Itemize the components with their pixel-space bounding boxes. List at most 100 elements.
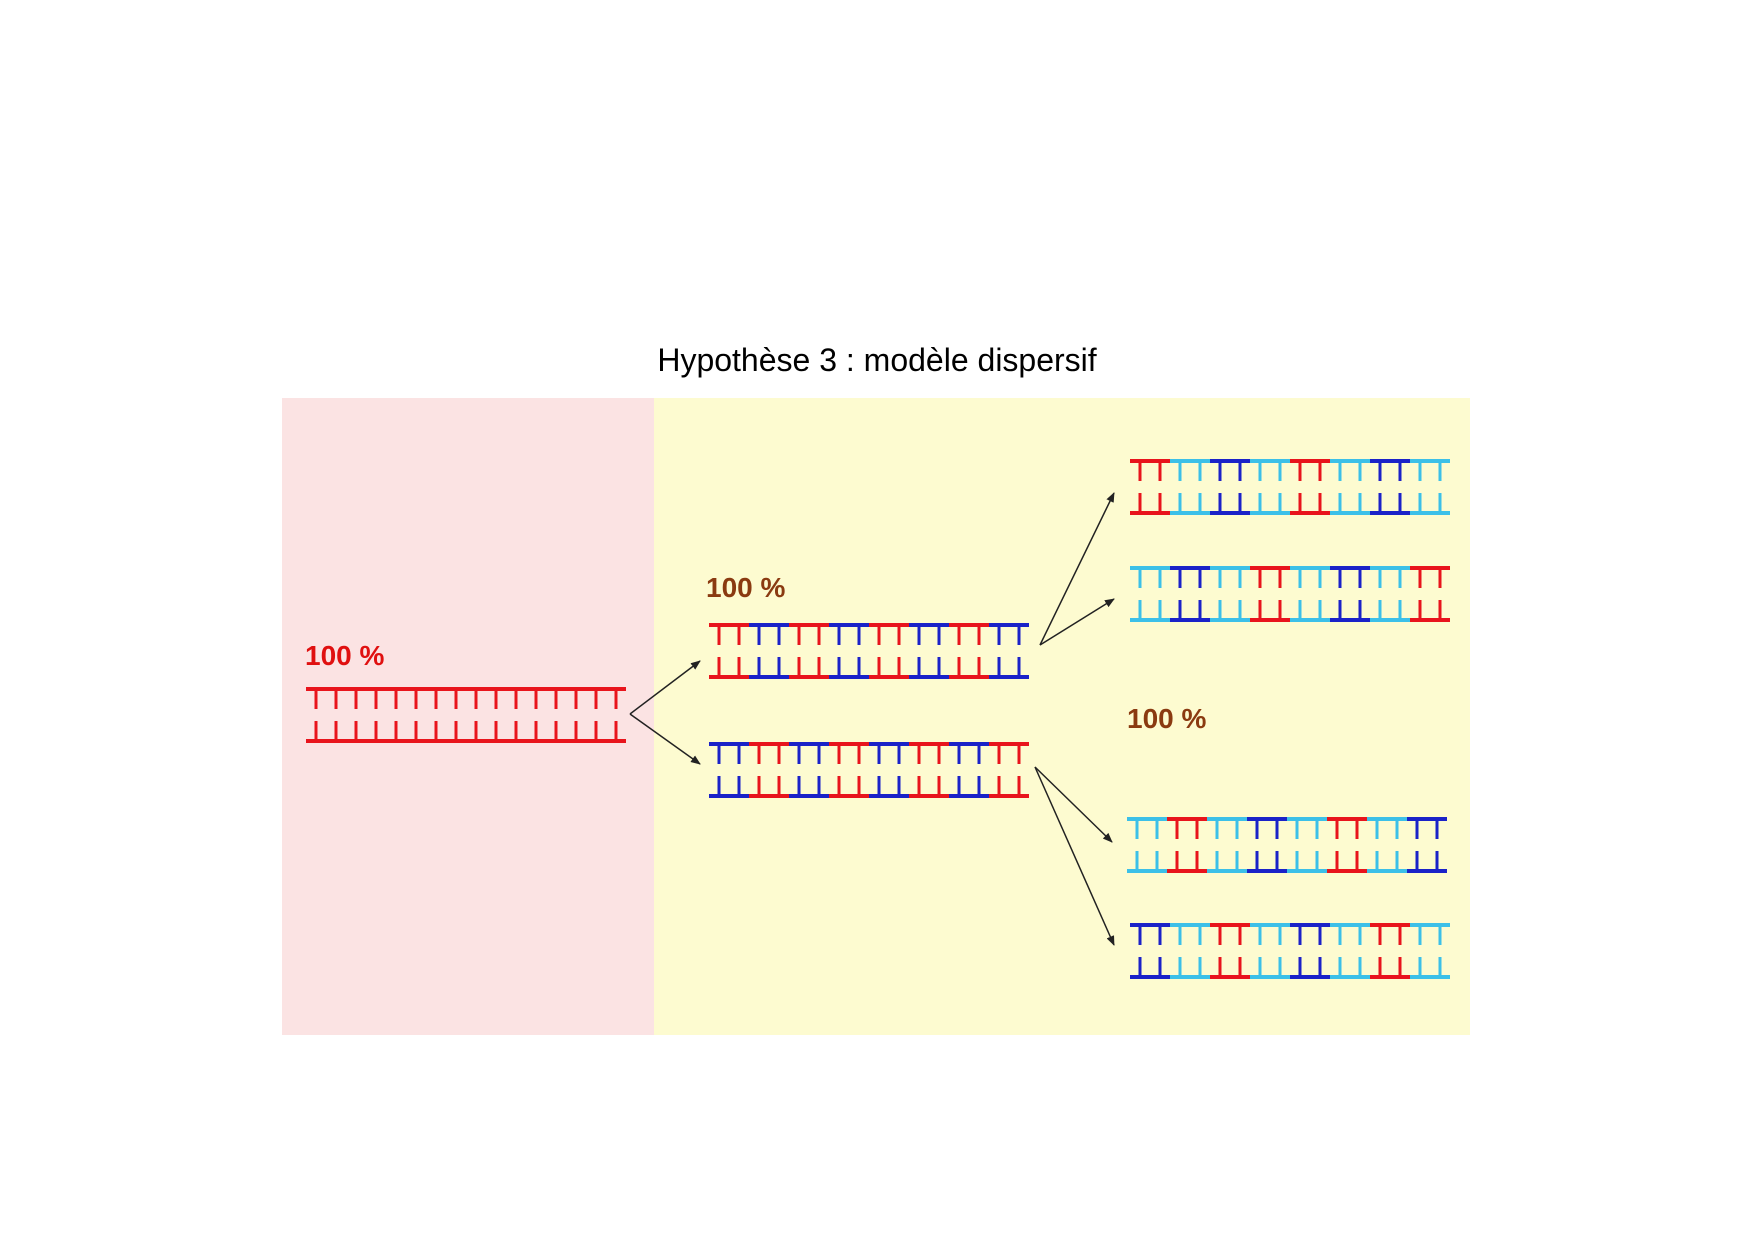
bottom-base-rung (1195, 851, 1199, 869)
bottom-base-rung (1278, 600, 1282, 618)
top-base-rung (957, 623, 961, 645)
bottom-base-rung (1238, 493, 1242, 511)
bottom-strand-segment (1330, 975, 1350, 979)
top-base-rung (997, 742, 1001, 764)
bottom-base-rung (1138, 600, 1142, 618)
bottom-strand-segment (789, 794, 809, 798)
bottom-base-rung (1418, 600, 1422, 618)
top-base-rung (1438, 566, 1442, 588)
bottom-base-rung (1318, 493, 1322, 511)
bottom-strand-segment (326, 739, 346, 743)
arrow-gen1-a-to-gen2-a (1039, 492, 1115, 646)
top-base-rung (1275, 817, 1279, 839)
bottom-base-rung (1238, 600, 1242, 618)
bottom-strand-segment (1347, 869, 1367, 873)
bottom-base-rung (1017, 776, 1021, 794)
bottom-base-rung (1158, 493, 1162, 511)
bottom-strand-segment (1230, 511, 1250, 515)
top-base-rung (857, 623, 861, 645)
bottom-base-rung (1278, 493, 1282, 511)
top-base-rung (1355, 817, 1359, 839)
top-base-rung (1298, 923, 1302, 945)
bottom-strand-segment (1127, 869, 1147, 873)
bottom-strand-segment (1130, 618, 1150, 622)
bottom-strand-segment (889, 675, 909, 679)
bottom-base-rung (1355, 851, 1359, 869)
top-base-rung (897, 742, 901, 764)
bottom-strand-segment (809, 675, 829, 679)
top-base-rung (917, 742, 921, 764)
bottom-base-rung (797, 776, 801, 794)
dna-molecule-gen2-a (1130, 459, 1450, 515)
bottom-base-rung (957, 657, 961, 675)
bottom-base-rung (1178, 957, 1182, 975)
bottom-strand-segment (1187, 869, 1207, 873)
top-base-rung (1158, 566, 1162, 588)
top-base-rung (817, 742, 821, 764)
bottom-strand-segment (909, 675, 929, 679)
top-base-rung (777, 623, 781, 645)
bottom-base-rung (737, 776, 741, 794)
top-base-rung (354, 687, 358, 709)
bottom-base-rung (1218, 957, 1222, 975)
bottom-strand-segment (1290, 511, 1310, 515)
bottom-strand-segment (1350, 975, 1370, 979)
top-base-rung (434, 687, 438, 709)
bottom-strand-segment (869, 794, 889, 798)
top-base-rung (737, 742, 741, 764)
bottom-base-rung (737, 657, 741, 675)
top-base-rung (414, 687, 418, 709)
bottom-base-rung (1418, 957, 1422, 975)
bottom-strand-segment (769, 675, 789, 679)
bottom-base-rung (1258, 493, 1262, 511)
bottom-base-rung (494, 721, 498, 739)
top-base-rung (1358, 923, 1362, 945)
dna-molecule-gen1-b (709, 742, 1029, 798)
bottom-base-rung (777, 657, 781, 675)
bottom-base-rung (1418, 493, 1422, 511)
bottom-base-rung (534, 721, 538, 739)
bottom-strand-segment (969, 675, 989, 679)
bottom-strand-segment (1290, 975, 1310, 979)
bottom-base-rung (877, 776, 881, 794)
bottom-strand-segment (1427, 869, 1447, 873)
bottom-strand-segment (1310, 511, 1330, 515)
top-base-rung (1338, 566, 1342, 588)
bottom-base-rung (1315, 851, 1319, 869)
top-base-rung (717, 742, 721, 764)
bottom-strand-segment (406, 739, 426, 743)
top-base-rung (1178, 923, 1182, 945)
top-base-rung (777, 742, 781, 764)
bottom-base-rung (757, 776, 761, 794)
bottom-base-rung (817, 657, 821, 675)
top-base-rung (1438, 923, 1442, 945)
top-base-rung (494, 687, 498, 709)
top-base-rung (837, 623, 841, 645)
bottom-base-rung (1135, 851, 1139, 869)
bottom-strand-segment (1250, 618, 1270, 622)
bottom-strand-segment (546, 739, 566, 743)
bottom-strand-segment (1210, 618, 1230, 622)
bottom-base-rung (574, 721, 578, 739)
bottom-strand-segment (486, 739, 506, 743)
bottom-base-rung (614, 721, 618, 739)
top-base-rung (1278, 566, 1282, 588)
bottom-base-rung (1178, 600, 1182, 618)
top-base-rung (1358, 566, 1362, 588)
top-base-rung (1338, 459, 1342, 481)
first-generation-percentage-label: 100 % (706, 572, 786, 603)
bottom-base-rung (1198, 493, 1202, 511)
bottom-strand-segment (749, 794, 769, 798)
top-base-rung (937, 623, 941, 645)
bottom-strand-segment (1390, 975, 1410, 979)
bottom-strand-segment (1270, 511, 1290, 515)
bottom-base-rung (1275, 851, 1279, 869)
bottom-strand-segment (749, 675, 769, 679)
arrow-parent-to-gen1-a (629, 660, 701, 715)
bottom-base-rung (1378, 957, 1382, 975)
top-base-rung (717, 623, 721, 645)
bottom-strand-segment (1167, 869, 1187, 873)
bottom-strand-segment (1210, 511, 1230, 515)
bottom-strand-segment (1390, 511, 1410, 515)
